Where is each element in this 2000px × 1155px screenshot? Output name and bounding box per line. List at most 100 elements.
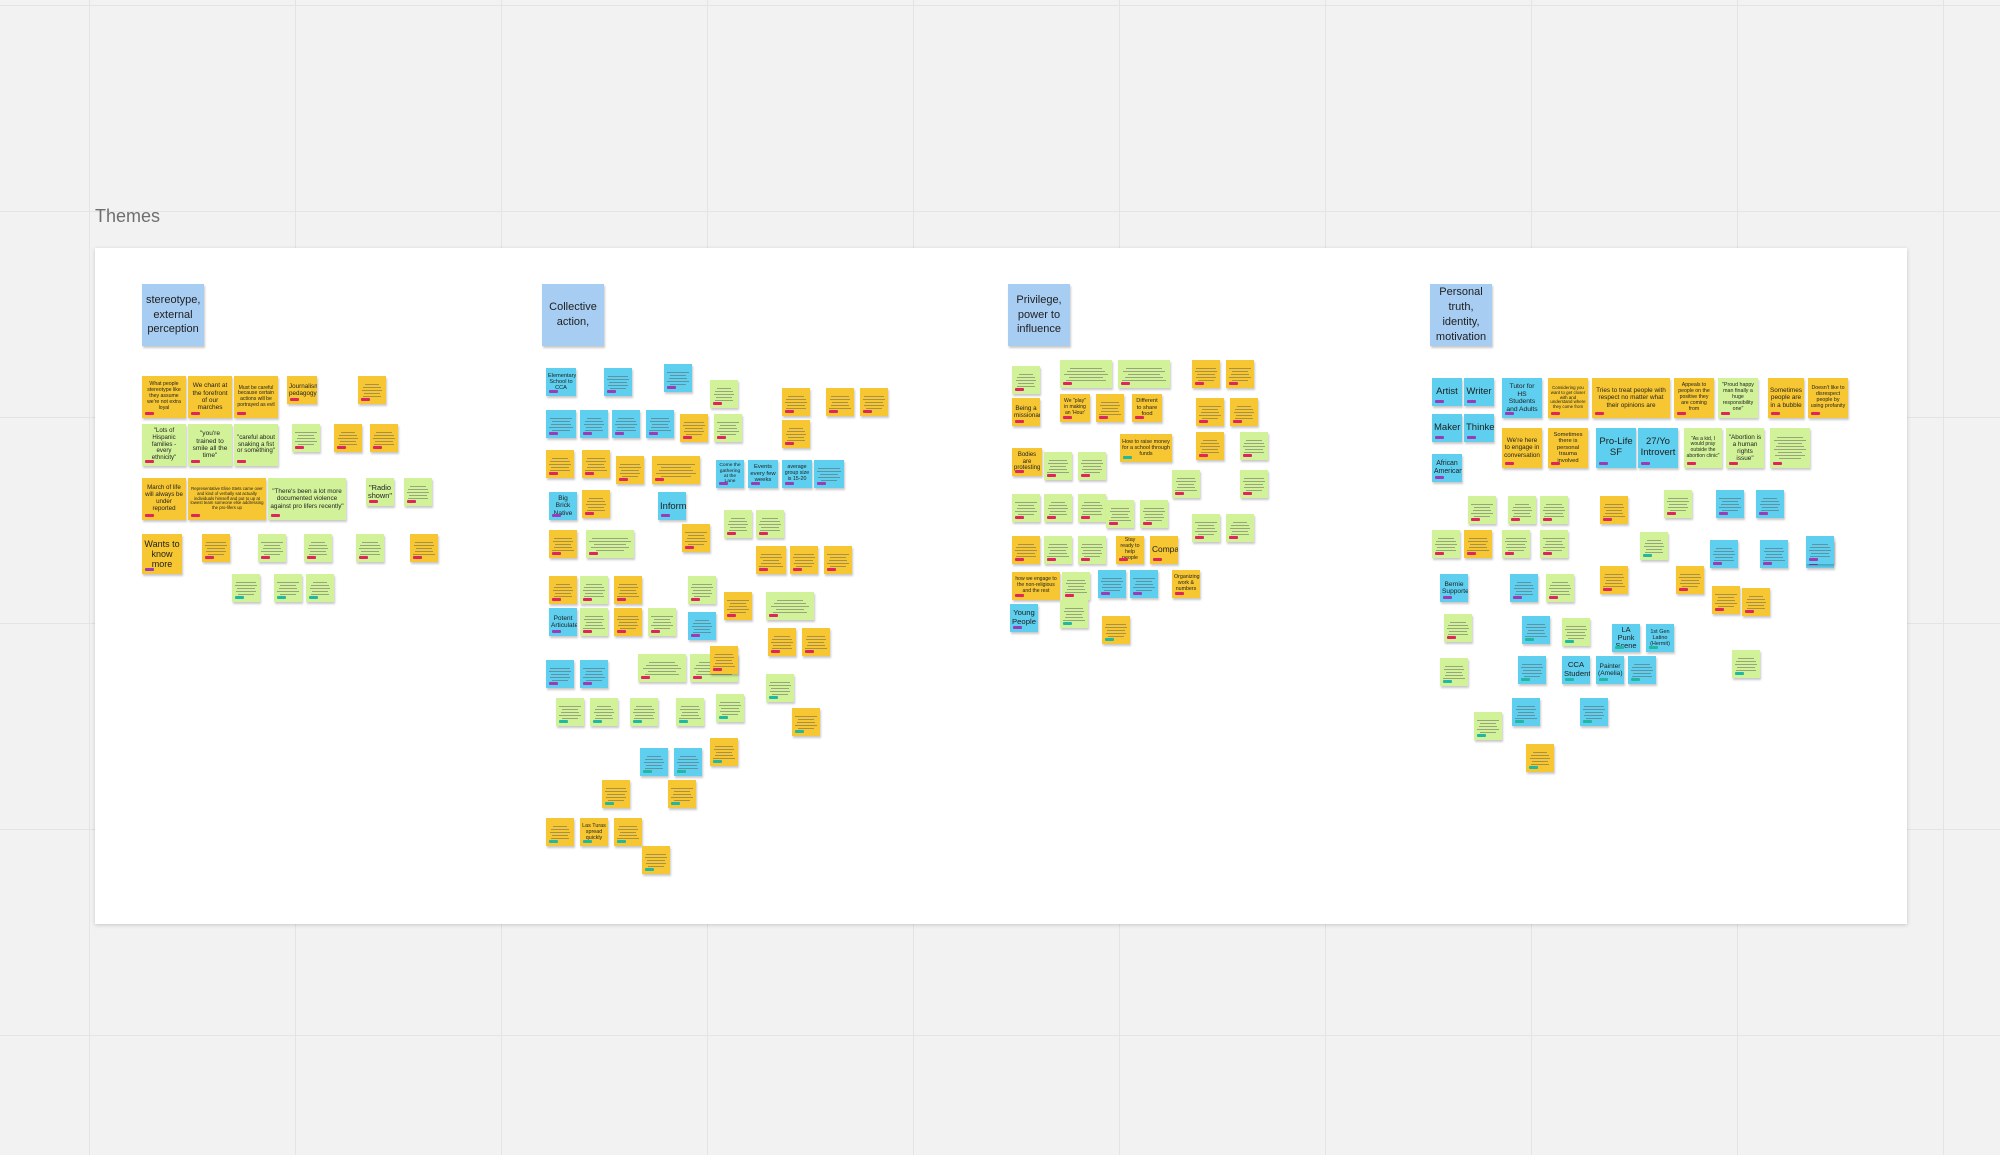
sticky-note[interactable] — [1464, 530, 1492, 558]
sticky-note[interactable]: We "play" in making an 'Hour' — [1060, 394, 1090, 422]
sticky-note[interactable] — [1518, 656, 1546, 684]
sticky-note[interactable] — [546, 410, 576, 438]
sticky-note[interactable]: how we engage to the non-religious and t… — [1012, 572, 1060, 600]
sticky-note[interactable] — [1806, 536, 1834, 564]
sticky-note[interactable] — [546, 450, 574, 478]
frame-title[interactable]: Themes — [95, 206, 161, 226]
sticky-note[interactable] — [1540, 530, 1568, 558]
sticky-note[interactable] — [202, 534, 230, 562]
sticky-note[interactable] — [792, 708, 820, 736]
sticky-note[interactable] — [1440, 658, 1468, 686]
sticky-note[interactable] — [640, 748, 668, 776]
sticky-note[interactable] — [549, 530, 577, 558]
sticky-note[interactable]: Organizing work & numbers — [1172, 570, 1200, 598]
sticky-note[interactable] — [1012, 366, 1040, 394]
sticky-note[interactable] — [814, 460, 844, 488]
sticky-note[interactable]: Compassion — [1150, 536, 1178, 564]
sticky-note[interactable]: Tries to treat people with respect no ma… — [1592, 378, 1670, 418]
sticky-note[interactable] — [756, 546, 786, 574]
sticky-note[interactable] — [710, 738, 738, 766]
sticky-note[interactable] — [580, 608, 608, 636]
sticky-note[interactable] — [724, 510, 752, 538]
sticky-note[interactable] — [292, 424, 320, 452]
sticky-note[interactable]: Bernie Supporter — [1440, 574, 1468, 602]
sticky-note[interactable] — [1502, 530, 1530, 558]
sticky-note[interactable] — [1044, 494, 1072, 522]
sticky-note[interactable] — [648, 608, 676, 636]
sticky-note[interactable] — [1716, 490, 1744, 518]
sticky-note[interactable]: Events every few weeks — [748, 460, 778, 488]
sticky-note[interactable] — [1102, 616, 1130, 644]
themes-frame[interactable] — [95, 248, 1907, 924]
sticky-note[interactable]: Elementary School to CCA — [546, 368, 576, 396]
sticky-note[interactable] — [646, 410, 674, 438]
sticky-note[interactable] — [1060, 600, 1088, 628]
sticky-note[interactable] — [1522, 616, 1550, 644]
sticky-note[interactable] — [1546, 574, 1574, 602]
sticky-note[interactable] — [1096, 394, 1124, 422]
sticky-note[interactable] — [1712, 586, 1740, 614]
sticky-note[interactable] — [1078, 452, 1106, 480]
sticky-note[interactable] — [370, 424, 398, 452]
sticky-note[interactable] — [1192, 360, 1220, 388]
sticky-note[interactable]: Big Brick Native — [549, 492, 577, 520]
sticky-note[interactable]: Sometimes there is personal trauma invol… — [1548, 428, 1588, 468]
sticky-note[interactable]: Tutor for HS Students and Adults — [1502, 378, 1542, 418]
sticky-note[interactable] — [1664, 490, 1692, 518]
sticky-note[interactable] — [616, 456, 644, 484]
sticky-note[interactable]: Thinker — [1464, 414, 1494, 442]
sticky-note[interactable] — [756, 510, 784, 538]
sticky-note[interactable] — [546, 818, 574, 846]
sticky-note[interactable] — [826, 388, 854, 416]
sticky-note[interactable] — [258, 534, 286, 562]
sticky-note[interactable]: Considering you want to get closer with … — [1548, 378, 1588, 418]
sticky-note[interactable] — [1078, 536, 1106, 564]
sticky-note[interactable] — [1640, 532, 1668, 560]
sticky-note[interactable] — [1078, 494, 1106, 522]
sticky-note[interactable] — [766, 674, 794, 702]
sticky-note[interactable] — [590, 698, 618, 726]
sticky-note[interactable] — [1196, 398, 1224, 426]
sticky-note[interactable] — [356, 534, 384, 562]
sticky-note[interactable] — [766, 592, 814, 620]
sticky-note[interactable]: We're here to engage in conversation — [1502, 428, 1542, 468]
sticky-note[interactable]: Being a missionary — [1012, 398, 1040, 426]
sticky-note[interactable] — [688, 612, 716, 640]
theme-header-note[interactable]: stereotype, external perception — [142, 284, 204, 346]
sticky-note[interactable] — [1196, 432, 1224, 460]
sticky-note[interactable] — [682, 524, 710, 552]
sticky-note[interactable] — [1732, 650, 1760, 678]
sticky-note[interactable] — [582, 450, 610, 478]
sticky-note[interactable] — [716, 694, 744, 722]
sticky-note[interactable] — [1140, 500, 1168, 528]
sticky-note[interactable] — [1676, 566, 1704, 594]
sticky-note[interactable] — [1526, 744, 1554, 772]
sticky-note[interactable]: Maker — [1432, 414, 1462, 442]
sticky-note[interactable] — [802, 628, 830, 656]
sticky-note[interactable] — [1710, 540, 1738, 568]
sticky-note[interactable] — [638, 654, 686, 682]
sticky-note[interactable] — [1230, 398, 1258, 426]
sticky-note[interactable] — [556, 698, 584, 726]
sticky-note[interactable]: 27/Yo Introvert — [1638, 428, 1678, 468]
sticky-note[interactable] — [724, 592, 752, 620]
sticky-note[interactable] — [614, 818, 642, 846]
sticky-note[interactable]: "There's been a lot more documented viol… — [268, 478, 346, 520]
sticky-note[interactable]: March of life will always be under repor… — [142, 478, 186, 520]
sticky-note[interactable]: "Lots of Hispanic families - every ethni… — [142, 424, 186, 466]
sticky-note[interactable] — [768, 628, 796, 656]
sticky-note[interactable] — [1580, 698, 1608, 726]
sticky-note[interactable] — [1562, 618, 1590, 646]
sticky-note[interactable] — [1226, 360, 1254, 388]
sticky-note[interactable]: Sometimes people are in a bubble — [1768, 378, 1804, 418]
sticky-note[interactable] — [580, 410, 608, 438]
sticky-note[interactable] — [602, 780, 630, 808]
sticky-note[interactable] — [1432, 530, 1460, 558]
sticky-note[interactable]: Painter (Amelia) — [1596, 656, 1624, 684]
sticky-note[interactable]: Informal — [658, 492, 686, 520]
sticky-note[interactable] — [676, 698, 704, 726]
sticky-note[interactable] — [1770, 428, 1810, 468]
sticky-note[interactable] — [1012, 536, 1040, 564]
sticky-note[interactable] — [782, 420, 810, 448]
sticky-note[interactable] — [1512, 698, 1540, 726]
